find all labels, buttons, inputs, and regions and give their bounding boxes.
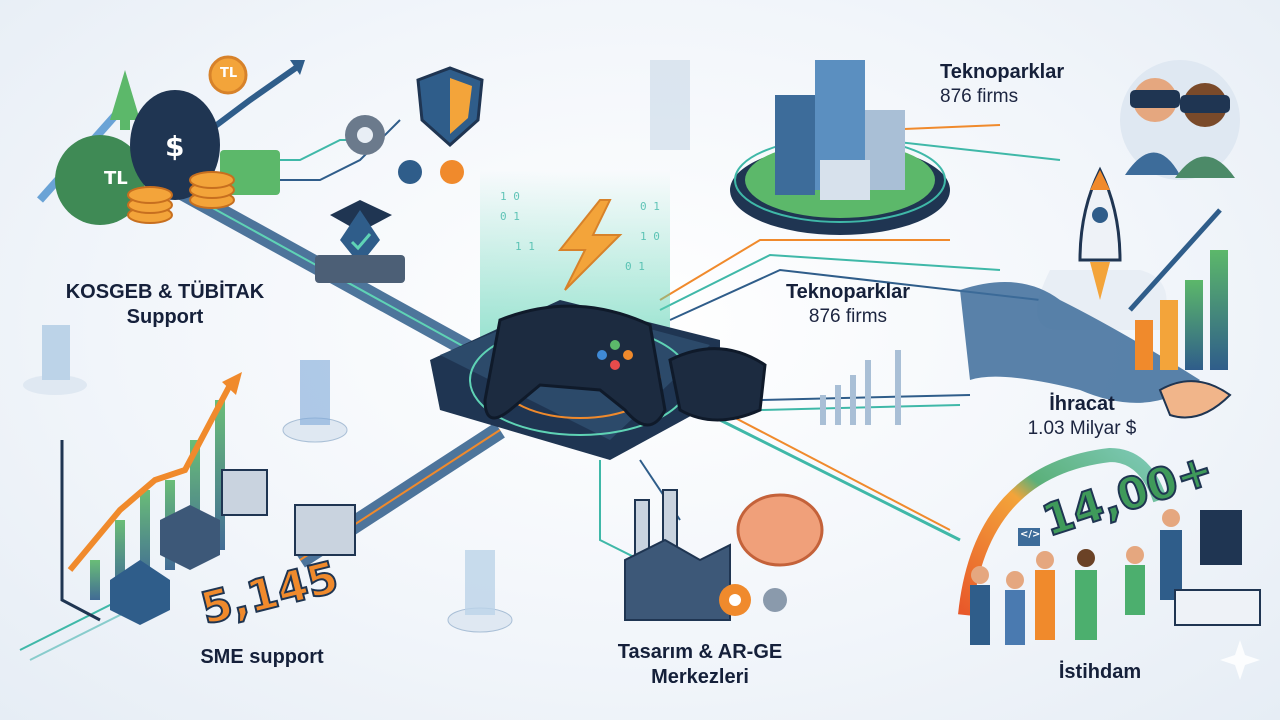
svg-text:1 0: 1 0 — [640, 230, 660, 243]
node-exports: İhracat 1.03 Milyar $ — [992, 392, 1172, 441]
funding-money-illustration — [37, 55, 305, 225]
technoparks-mid-title: Teknoparklar — [785, 281, 911, 303]
lightning-icon — [557, 199, 623, 291]
handshake-icon — [1158, 380, 1232, 419]
funding-subtitle: Support — [126, 306, 204, 328]
sme-title: SME support — [200, 646, 324, 668]
dollar-sign: $ — [165, 130, 185, 163]
svg-text:0 1: 0 1 — [500, 210, 520, 223]
binary-rain: 1 0 0 1 1 1 0 1 1 0 0 1 — [500, 190, 660, 273]
rocket-and-export-illustration — [820, 166, 1232, 425]
employment-title: İstihdam — [1058, 661, 1142, 683]
brain-icon — [736, 493, 824, 567]
vr-users-illustration — [1120, 60, 1240, 180]
shield-and-gears-illustration — [315, 66, 484, 283]
node-employment: İstihdam — [1040, 660, 1160, 685]
svg-text:0 1: 0 1 — [640, 200, 660, 213]
technoparks-mid-subtitle: 876 firms — [808, 306, 888, 327]
svg-text:1 1: 1 1 — [515, 240, 535, 253]
sparkle-icon — [1220, 640, 1260, 680]
vr-headset-icon — [668, 347, 767, 422]
svg-text:1 0: 1 0 — [500, 190, 520, 203]
sme-growth-illustration — [23, 325, 513, 633]
exports-title: İhracat — [1049, 393, 1115, 415]
node-technoparks-mid: Teknoparklar 876 firms — [748, 280, 948, 329]
technopark-city-illustration — [650, 60, 950, 235]
employment-illustration — [958, 447, 1261, 680]
coin-tl-label-small: TL — [220, 66, 238, 81]
rnd-title: Tasarım & AR-GE — [617, 641, 783, 663]
funding-title: KOSGEB & TÜBİTAK — [65, 281, 265, 303]
technoparks-top-subtitle: 876 firms — [940, 86, 1019, 107]
node-sme: SME support — [172, 645, 352, 670]
rnd-factory-illustration — [624, 489, 824, 621]
node-technoparks-top: Teknoparklar 876 firms — [940, 60, 1064, 109]
gamepad-icon — [483, 304, 667, 427]
node-rnd: Tasarım & AR-GE Merkezleri — [590, 640, 810, 690]
rnd-subtitle: Merkezleri — [651, 666, 749, 688]
coin-tl-label: TL — [104, 168, 128, 189]
code-tag: </> — [1020, 529, 1041, 540]
svg-text:0 1: 0 1 — [625, 260, 645, 273]
technoparks-top-title: Teknoparklar — [940, 61, 1065, 83]
controller-platform — [430, 300, 767, 460]
node-funding: KOSGEB & TÜBİTAK Support — [30, 280, 300, 330]
exports-value: 1.03 Milyar $ — [1027, 418, 1137, 439]
